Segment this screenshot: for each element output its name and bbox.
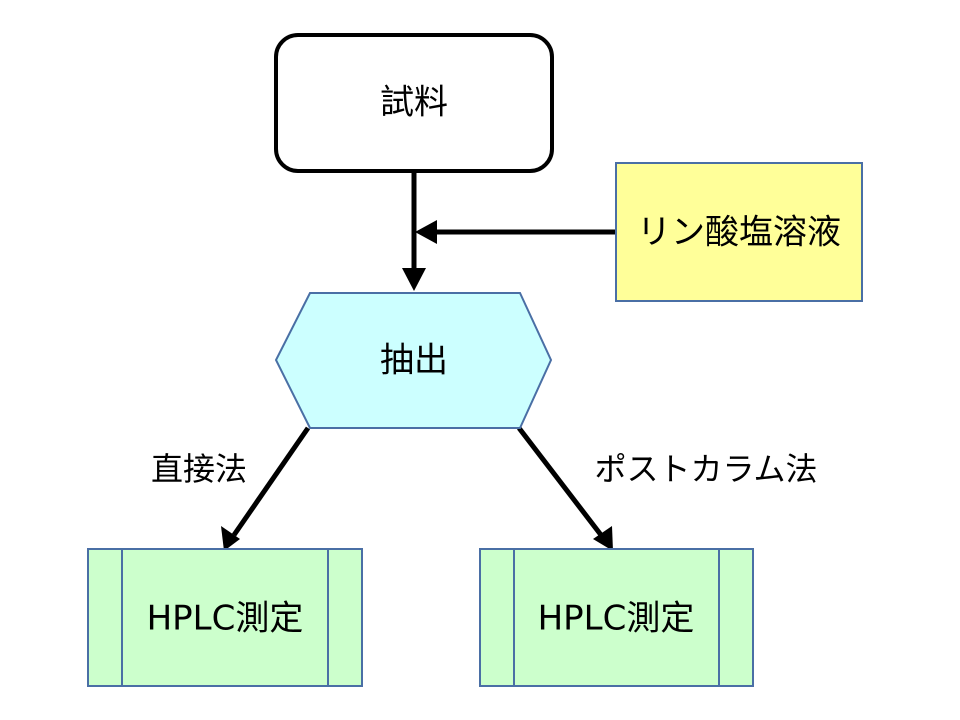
node-sample-label: 試料 xyxy=(380,83,448,123)
node-reagent: リン酸塩溶液 xyxy=(615,162,863,302)
arrow-extraction-to-postcolumn xyxy=(517,426,603,537)
node-reagent-label: リン酸塩溶液 xyxy=(637,213,841,253)
arrowhead-sample-to-extraction xyxy=(402,268,426,291)
node-measure-direct-label: HPLC測定 xyxy=(147,599,304,639)
node-measure-postcolumn: HPLC測定 xyxy=(479,548,754,687)
node-reagent-shape xyxy=(615,162,863,302)
arrow-extraction-to-direct xyxy=(231,426,311,537)
node-measure-direct-shape xyxy=(87,548,363,687)
node-measure-postcolumn-label: HPLC測定 xyxy=(538,599,695,639)
node-extraction-shape xyxy=(274,292,553,429)
node-sample-shape xyxy=(274,33,554,173)
arrowhead-reagent-to-line xyxy=(415,220,437,244)
edge-label-postcolumn: ポストカラム法 xyxy=(594,450,817,488)
arrowhead-extraction-to-direct xyxy=(221,526,240,551)
arrowhead-extraction-to-postcolumn xyxy=(593,526,613,551)
node-extraction-label: 抽出 xyxy=(380,341,448,381)
node-sample: 試料 xyxy=(274,33,554,173)
node-measure-direct: HPLC測定 xyxy=(87,548,363,687)
node-measure-postcolumn-shape xyxy=(479,548,754,687)
node-extraction: 抽出 xyxy=(274,292,553,429)
edge-label-direct: 直接法 xyxy=(151,450,247,488)
